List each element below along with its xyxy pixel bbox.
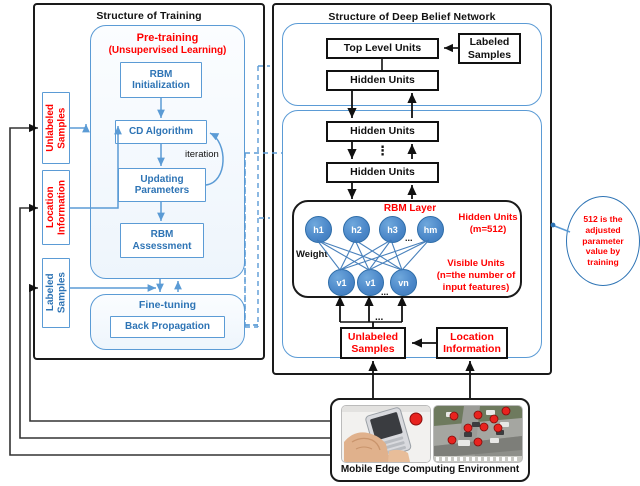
- iteration-label: iteration: [185, 149, 219, 160]
- panel-dbn-title: Structure of Deep Belief Network: [328, 11, 496, 23]
- input-unlabeled-samples-line1: Unlabeled: [44, 104, 56, 152]
- step-updating-parameters[interactable]: Updating Parameters: [118, 168, 206, 202]
- input-location-information-line1: Location: [44, 186, 56, 229]
- input-location-information[interactable]: Location Information: [42, 170, 70, 245]
- environment-caption: Mobile Edge Computing Environment: [340, 464, 520, 475]
- input-labeled-samples[interactable]: Labeled Samples: [42, 258, 70, 328]
- rbm-visible-caption-line1: Visible Units: [447, 258, 505, 269]
- callout-line-5: training: [587, 257, 619, 268]
- top-level-units-label: Top Level Units: [343, 42, 422, 55]
- dbn-hidden-units-1-box[interactable]: Hidden Units: [326, 121, 439, 142]
- rbm-hidden-node-h2[interactable]: h2: [343, 216, 370, 243]
- dbn-hidden-units-top-box[interactable]: Hidden Units: [326, 70, 439, 91]
- weight-label: Weight: [296, 249, 328, 260]
- input-unlabeled-samples[interactable]: Unlabeled Samples: [42, 92, 70, 164]
- dbn-labeled-samples-line2: Samples: [467, 48, 512, 61]
- rbm-hidden-caption-line2: (m=512): [469, 224, 507, 235]
- input-unlabeled-samples-line2: Samples: [56, 107, 67, 149]
- dbn-hidden-units-top-label: Hidden Units: [350, 74, 415, 87]
- rbm-hidden-caption-line1: Hidden Units: [458, 212, 518, 223]
- rbm-visible-node-v1b-label: v1: [365, 277, 376, 288]
- step-updating-parameters-line1: Updating: [140, 173, 184, 185]
- rbm-hidden-node-hm[interactable]: hm: [417, 216, 444, 243]
- rbm-visible-ellipsis: ...: [381, 287, 389, 297]
- callout-line-1: 512 is the: [583, 214, 623, 225]
- step-cd-algorithm[interactable]: CD Algorithm: [115, 120, 207, 144]
- dbn-vertical-ellipsis: ⋮: [376, 143, 389, 158]
- dbn-source-location-information[interactable]: Location Information: [436, 327, 508, 359]
- finetuning-title: Fine-tuning: [138, 299, 197, 311]
- rbm-visible-node-v1a[interactable]: v1: [328, 269, 355, 296]
- step-cd-algorithm-label: CD Algorithm: [128, 126, 194, 138]
- pretraining-title-line2: (Unsupervised Learning): [108, 45, 227, 56]
- step-updating-parameters-line2: Parameters: [134, 185, 190, 196]
- back-propagation-box[interactable]: Back Propagation: [110, 316, 225, 338]
- dbn-source-unlabeled-line1: Unlabeled: [347, 330, 399, 343]
- input-labeled-samples-line2: Samples: [56, 272, 67, 314]
- dbn-hidden-units-2-label: Hidden Units: [350, 166, 415, 179]
- input-location-information-line2: Information: [56, 180, 67, 235]
- handheld-device-photo: [341, 405, 431, 463]
- rbm-hidden-node-h1-label: h1: [313, 224, 324, 235]
- dbn-labeled-samples-line1: Labeled: [469, 36, 510, 49]
- callout-line-2: adjusted: [585, 224, 621, 235]
- dbn-source-location-line2: Information: [443, 343, 501, 355]
- rbm-visible-caption-line2: (n=the number of: [436, 270, 516, 281]
- step-rbm-initialization[interactable]: RBM Initialization: [120, 62, 202, 98]
- aerial-intersection-photo: [433, 405, 523, 463]
- step-rbm-initialization-line2: Initialization: [132, 80, 190, 91]
- dbn-labeled-samples-box[interactable]: Labeled Samples: [458, 33, 521, 64]
- rbm-visible-node-v1a-label: v1: [336, 277, 347, 288]
- rbm-visible-node-vn[interactable]: vn: [390, 269, 417, 296]
- step-rbm-assessment[interactable]: RBM Assessment: [120, 223, 204, 258]
- rbm-hidden-node-h1[interactable]: h1: [305, 216, 332, 243]
- callout-line-3: parameter: [582, 235, 624, 246]
- rbm-hidden-ellipsis: ...: [405, 233, 413, 243]
- rbm-visible-node-vn-label: vn: [398, 277, 409, 288]
- step-rbm-assessment-line2: Assessment: [132, 240, 192, 252]
- rbm-layer-title: RBM Layer: [383, 203, 437, 214]
- rbm-hidden-node-hm-label: hm: [423, 224, 438, 235]
- dbn-hidden-units-2-box[interactable]: Hidden Units: [326, 162, 439, 183]
- dbn-source-unlabeled-line2: Samples: [351, 343, 395, 355]
- panel-training-title: Structure of Training: [96, 10, 202, 22]
- rbm-visible-caption-line3: input features): [442, 282, 510, 293]
- rbm-hidden-node-h2-label: h2: [351, 224, 362, 235]
- rbm-visible-node-v1b[interactable]: v1: [357, 269, 384, 296]
- dbn-source-unlabeled-samples[interactable]: Unlabeled Samples: [340, 327, 406, 359]
- rbm-hidden-node-h3[interactable]: h3: [379, 216, 406, 243]
- dbn-hidden-units-1-label: Hidden Units: [350, 125, 415, 138]
- step-rbm-assessment-line1: RBM: [150, 229, 174, 240]
- top-level-units-box[interactable]: Top Level Units: [326, 38, 439, 59]
- input-labeled-samples-line1: Labeled: [44, 274, 56, 312]
- dbn-source-location-line1: Location: [450, 330, 494, 343]
- pretraining-title-line1: Pre-training: [136, 32, 199, 44]
- step-rbm-initialization-line1: RBM: [149, 68, 173, 80]
- callout-line-4: value by: [585, 246, 621, 257]
- back-propagation-label: Back Propagation: [124, 321, 211, 333]
- dbn-lower-ellipsis: ...: [375, 312, 384, 323]
- callout-512-parameter: 512 is the adjusted parameter value by t…: [566, 196, 640, 286]
- rbm-hidden-node-h3-label: h3: [387, 224, 398, 235]
